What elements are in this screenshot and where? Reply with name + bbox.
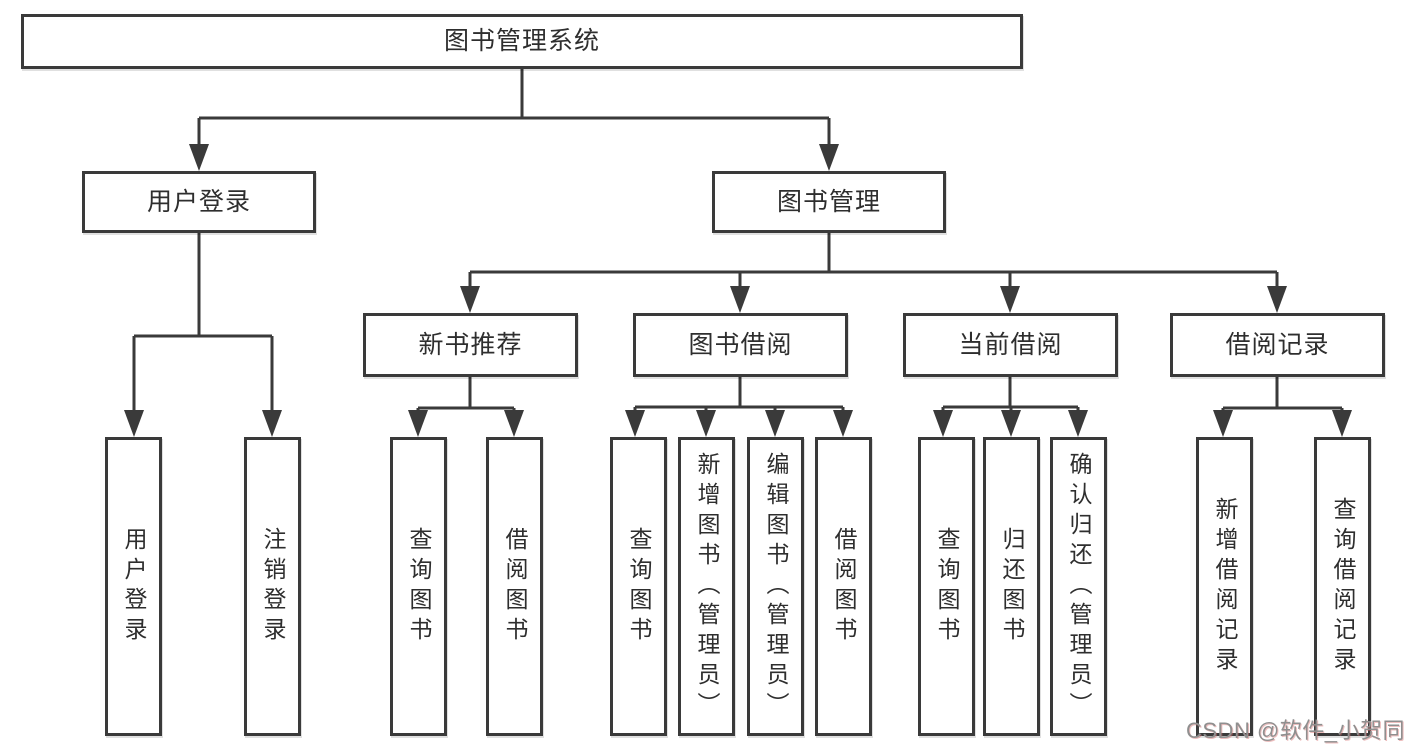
node-borrow-record: 借阅记录: [1170, 313, 1385, 377]
leaf-query-book-1-label: 查询图书: [406, 526, 432, 647]
leaf-confirm-return-admin-label: 确认归还（管理员）: [1066, 451, 1092, 722]
node-borrow-record-label: 借阅记录: [1225, 330, 1330, 359]
node-current-borrow-label: 当前借阅: [958, 330, 1063, 359]
leaf-return-book: 归还图书: [983, 437, 1040, 736]
leaf-edit-book-admin-label: 编辑图书（管理员）: [763, 451, 789, 722]
csdn-watermark: CSDN @软件_小贺同学: [1186, 718, 1405, 743]
leaf-return-book-label: 归还图书: [999, 526, 1025, 647]
leaf-query-borrow-record-label: 查询借阅记录: [1330, 496, 1356, 677]
leaf-query-book-3-label: 查询图书: [934, 526, 960, 647]
node-new-book-recommend-label: 新书推荐: [418, 330, 523, 359]
leaf-confirm-return-admin: 确认归还（管理员）: [1050, 437, 1107, 736]
leaf-borrow-book-2: 借阅图书: [815, 437, 872, 736]
leaf-query-book-1: 查询图书: [390, 437, 447, 736]
leaf-logout-label: 注销登录: [260, 526, 286, 647]
leaf-query-book-3: 查询图书: [918, 437, 975, 736]
leaf-query-book-2: 查询图书: [610, 437, 667, 736]
leaf-add-borrow-record-label: 新增借阅记录: [1212, 496, 1238, 677]
node-user-login-label: 用户登录: [146, 187, 251, 216]
leaf-add-book-admin: 新增图书（管理员）: [678, 437, 735, 736]
leaf-query-borrow-record: 查询借阅记录: [1314, 437, 1371, 736]
leaf-borrow-book-1-label: 借阅图书: [502, 526, 528, 647]
leaf-add-borrow-record: 新增借阅记录: [1196, 437, 1253, 736]
leaf-add-book-admin-label: 新增图书（管理员）: [694, 451, 720, 722]
node-new-book-recommend: 新书推荐: [363, 313, 578, 377]
leaf-user-login-label: 用户登录: [121, 526, 147, 647]
leaf-edit-book-admin: 编辑图书（管理员）: [747, 437, 804, 736]
node-book-borrow: 图书借阅: [633, 313, 848, 377]
node-root-label: 图书管理系统: [443, 27, 600, 55]
node-current-borrow: 当前借阅: [903, 313, 1118, 377]
node-user-login: 用户登录: [82, 171, 316, 233]
node-root-system: 图书管理系统: [21, 14, 1023, 69]
leaf-borrow-book-2-label: 借阅图书: [831, 526, 857, 647]
node-book-management: 图书管理: [712, 171, 946, 233]
node-book-management-label: 图书管理: [776, 187, 881, 216]
leaf-borrow-book-1: 借阅图书: [486, 437, 543, 736]
leaf-user-login: 用户登录: [105, 437, 162, 736]
leaf-query-book-2-label: 查询图书: [626, 526, 652, 647]
arrowheads: [124, 144, 1352, 437]
node-book-borrow-label: 图书借阅: [688, 330, 793, 359]
leaf-logout: 注销登录: [244, 437, 301, 736]
